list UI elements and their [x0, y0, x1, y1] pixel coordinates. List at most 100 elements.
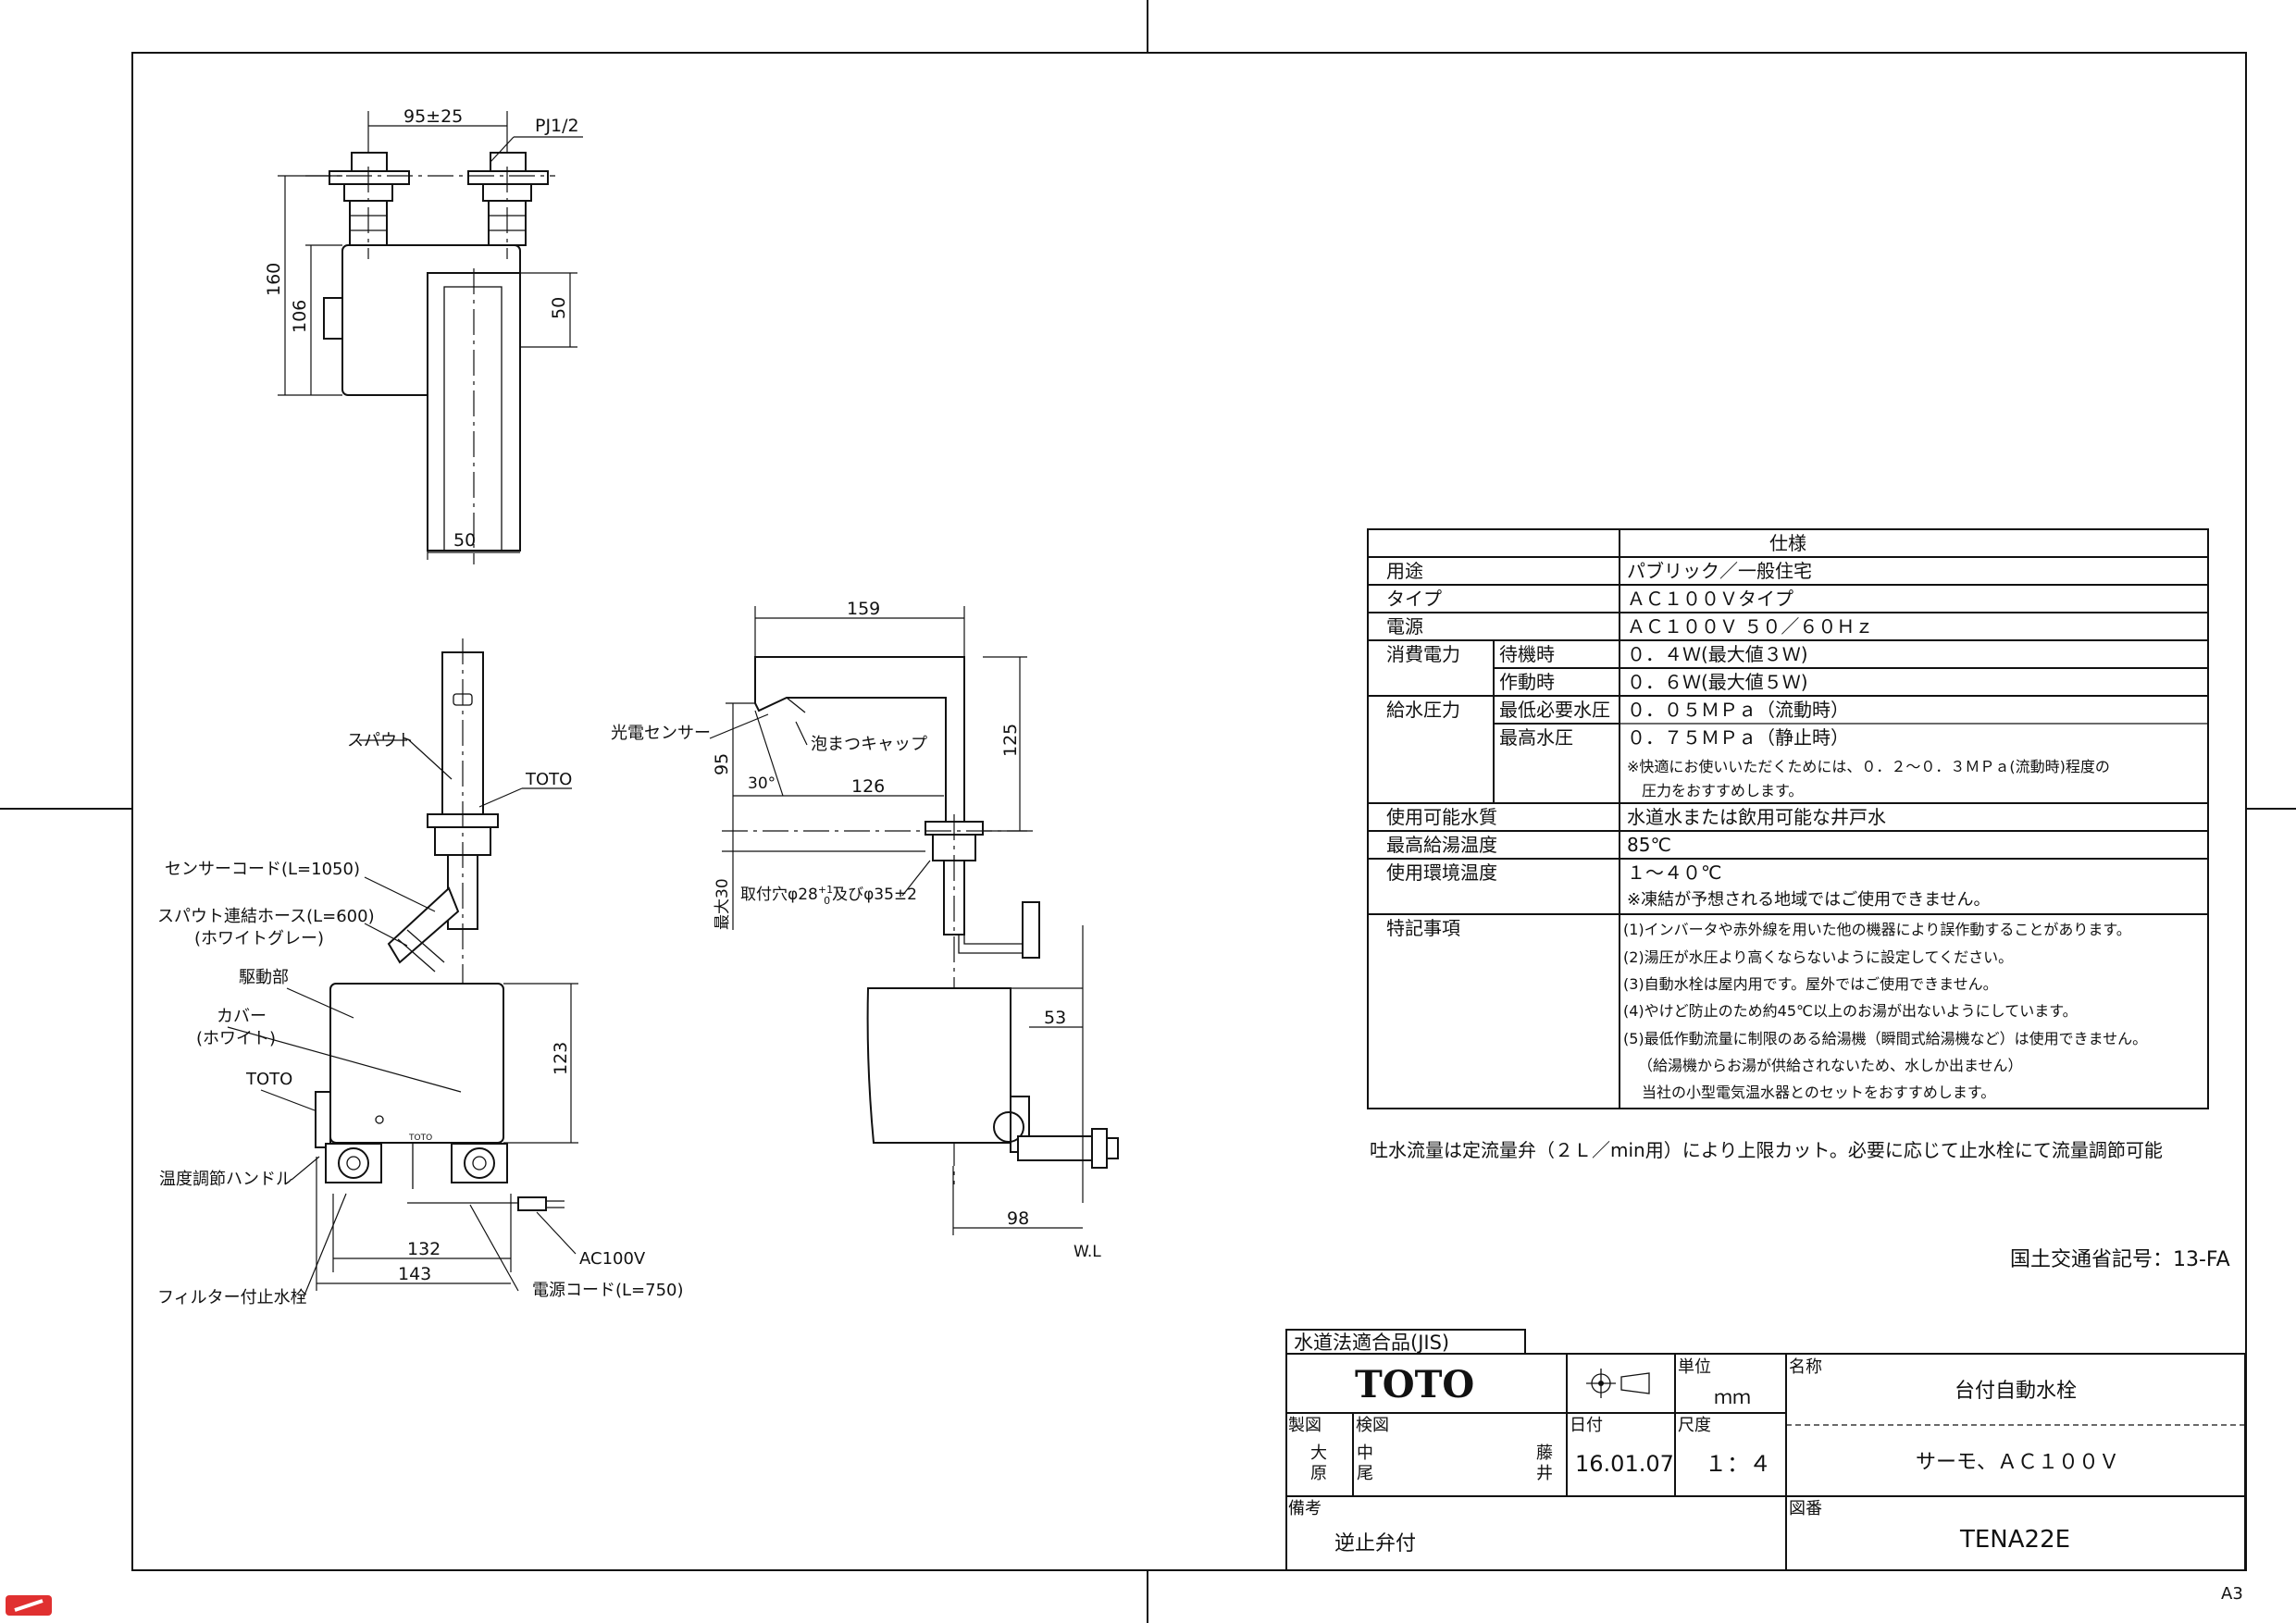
paper-size: A3 — [2221, 1584, 2243, 1604]
hot-value: 85℃ — [1627, 834, 1671, 856]
spec-row-2-value: ＡＣ１００Ｖ ５０／６０Ｈｚ — [1627, 615, 1873, 638]
remarks-label: 備考 — [1288, 1499, 1322, 1518]
note-4: (4)やけど防止のため約45℃以上のお湯が出ないようにしています。 — [1623, 1002, 2078, 1020]
label-temp-handle: 温度調節ハンドル — [159, 1170, 292, 1189]
approve-value-1: 藤 — [1536, 1443, 1553, 1463]
env-note: ※凍結が予想される地域ではご使用できません。 — [1627, 890, 1991, 910]
hot-label: 最高給湯温度 — [1386, 834, 1497, 856]
spec-header: 仕様 — [1769, 532, 1806, 554]
label-cover-color: (ホワイト) — [196, 1029, 276, 1048]
dim-spout-reach: 126 — [851, 776, 885, 797]
approve-value-2: 井 — [1536, 1464, 1553, 1483]
top-view-drawing — [278, 111, 583, 564]
dim-body-height-text: 106 — [290, 300, 310, 333]
label-cover: カバー — [217, 1007, 267, 1026]
spec-row-6-sub: 最高水圧 — [1499, 726, 1573, 749]
dim-outer: 143 — [398, 1264, 431, 1284]
label-toto-spout: TOTO — [525, 770, 572, 789]
scale-label: 尺度 — [1678, 1416, 1711, 1435]
label-hose-color: (ホワイトグレー) — [194, 929, 324, 948]
body-logo: TOTO — [408, 1134, 432, 1143]
dim-max-thickness: 最大30 — [714, 878, 732, 930]
angle-text: 30° — [748, 774, 776, 793]
water-label: 使用可能水質 — [1386, 806, 1497, 828]
label-power-cord: 電源コード(L=750) — [532, 1281, 684, 1300]
spec-row-1-value: ＡＣ１００Ｖタイプ — [1627, 588, 1793, 610]
scale-value: １：４ — [1705, 1451, 1771, 1477]
dim-side-height: 125 — [1000, 724, 1021, 757]
name-label: 名称 — [1789, 1357, 1822, 1377]
dim-reach: 159 — [847, 599, 880, 619]
dim-sensor-height: 95 — [712, 753, 732, 775]
drawn-label: 製図 — [1288, 1416, 1322, 1435]
note-2: (2)湯圧が水圧より高くならないように設定してください。 — [1623, 948, 2013, 966]
title-block — [1285, 1329, 2246, 1571]
spec-row-5-sub: 最低必要水圧 — [1499, 699, 1610, 721]
label-power-plug: AC100V — [579, 1249, 646, 1269]
spec-table — [1367, 528, 2209, 1109]
subname-value: サーモ、ＡＣ１００Ｖ — [1916, 1451, 2119, 1474]
label-wl: W.L — [1074, 1243, 1101, 1261]
notes-label: 特記事項 — [1386, 917, 1460, 939]
note-1: (1)インバータや赤外線を用いた他の機器により誤作動することがあります。 — [1623, 921, 2131, 938]
spec-row-3-value: ０．４Ｗ(最大値３Ｗ) — [1627, 643, 1808, 665]
pipe-thread-text: PJ1/2 — [535, 116, 579, 136]
label-spout: スパウト — [347, 731, 414, 750]
spec-row-0-value: パブリック／一般住宅 — [1627, 560, 1812, 582]
date-value: 16.01.07 — [1575, 1451, 1674, 1477]
label-sensor: 光電センサー — [611, 724, 711, 743]
spec-row-5-value: ０．０５ＭＰａ（流動時） — [1627, 699, 1849, 721]
date-label: 日付 — [1570, 1416, 1603, 1435]
check-value-1: 中 — [1357, 1443, 1373, 1463]
dim-height-total-text: 160 — [264, 263, 284, 296]
dim-body-height: 123 — [551, 1042, 571, 1075]
drawing-no-label: 図番 — [1789, 1499, 1822, 1518]
label-drive-unit: 駆動部 — [239, 968, 289, 987]
pressure-note-1: ※快適にお使いいただくためには、０．２～０．３ＭＰａ(流動時)程度の — [1627, 758, 2110, 775]
dim-valve-offset: 53 — [1044, 1008, 1066, 1028]
toto-logo: TOTO — [1355, 1363, 1474, 1406]
dim-valve-depth: 98 — [1007, 1208, 1029, 1229]
front-view-drawing — [227, 638, 578, 1298]
dim-spout-depth-text: 50 — [549, 297, 569, 319]
check-label: 検図 — [1356, 1416, 1389, 1435]
label-toto-body: TOTO — [245, 1070, 292, 1089]
spec-row-5-label: 給水圧力 — [1386, 699, 1460, 721]
spec-row-3-sub: 待機時 — [1499, 643, 1555, 665]
note-3: (3)自動水栓は屋内用です。屋外ではご使用できません。 — [1623, 975, 1998, 993]
side-view-drawing — [709, 606, 1119, 1235]
corner-logo-icon — [6, 1595, 52, 1616]
label-filter-valve: フィルター付止水栓 — [157, 1288, 307, 1307]
spec-row-4-sub: 作動時 — [1499, 671, 1555, 693]
spec-row-6-value: ０．７５ＭＰａ（静止時） — [1627, 726, 1849, 749]
pressure-note-2: 圧力をおすすめします。 — [1642, 782, 1803, 799]
spec-row-3-label: 消費電力 — [1386, 643, 1460, 665]
remarks-value: 逆止弁付 — [1334, 1532, 1416, 1555]
drawn-value-2: 原 — [1310, 1464, 1327, 1483]
label-hose: スパウト連結ホース(L=600) — [157, 907, 375, 926]
flow-note: 吐水流量は定流量弁（２Ｌ／min用）により上限カット。必要に応じて止水栓にて流量… — [1370, 1139, 2163, 1161]
env-value: １～４０℃ — [1627, 861, 1721, 884]
unit-label: 単位 — [1678, 1357, 1711, 1377]
mlit-code: 国土交通省記号：13-FA — [2010, 1248, 2230, 1271]
name-value: 台付自動水栓 — [1955, 1380, 2077, 1403]
note-5: (5)最低作動流量に制限のある給湯機（瞬間式給湯機など）は使用できません。 — [1623, 1030, 2147, 1047]
dim-inner: 132 — [407, 1239, 441, 1259]
spec-row-4-value: ０．６Ｗ(最大値５Ｗ) — [1627, 671, 1808, 693]
drawn-value-1: 大 — [1310, 1443, 1327, 1463]
note-7: 当社の小型電気温水器とのセットをおすすめします。 — [1642, 1084, 1995, 1101]
drawing-no-value: TENA22E — [1959, 1526, 2070, 1554]
label-sensor-cord: センサーコード(L=1050) — [165, 860, 360, 879]
dim-spout-width-text: 50 — [453, 530, 476, 551]
env-label: 使用環境温度 — [1386, 861, 1497, 884]
spec-row-1-label: タイプ — [1386, 588, 1442, 610]
note-6: （給湯機からお湯が供給されないため、水しか出ません） — [1638, 1057, 2023, 1074]
spec-row-0-label: 用途 — [1386, 560, 1423, 582]
dim-width-text: 95±25 — [403, 106, 463, 127]
spec-row-2-label: 電源 — [1386, 615, 1423, 638]
label-aerator: 泡まつキャップ — [811, 735, 927, 754]
check-value-2: 尾 — [1357, 1464, 1373, 1483]
